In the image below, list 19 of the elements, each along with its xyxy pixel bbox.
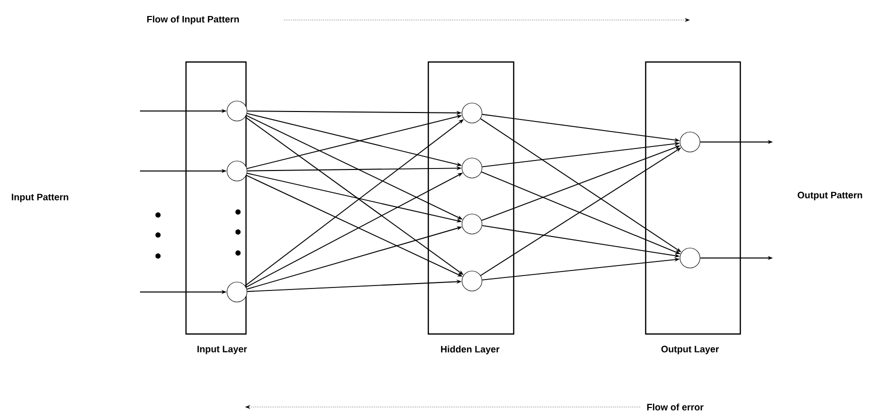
- layer-box: Input Layer: [185, 61, 248, 354]
- flow-caption: Flow of error: [647, 404, 704, 410]
- layer-box: Hidden Layer: [428, 61, 514, 354]
- layer-box: Output Layer: [645, 61, 741, 354]
- neuron-circle: [462, 158, 482, 178]
- neuron-circle: [226, 100, 248, 122]
- neuron-circle: [462, 270, 482, 292]
- node-label: Input Layer: [197, 346, 248, 354]
- neuron-circle: [680, 248, 700, 268]
- node-label: Output Layer: [661, 346, 719, 354]
- pattern-label: Output Pattern: [798, 192, 862, 200]
- neuron-circle: [680, 132, 700, 152]
- neuron-circle: [226, 282, 248, 302]
- node-label: Hidden Layer: [441, 346, 500, 354]
- pattern-label: Input Pattern: [12, 194, 68, 202]
- flow-caption: Flow of Input Pattern: [147, 16, 239, 24]
- neuron-circle: [226, 160, 248, 182]
- neuron-circle: [462, 214, 482, 234]
- neuron-circle: [462, 102, 482, 124]
